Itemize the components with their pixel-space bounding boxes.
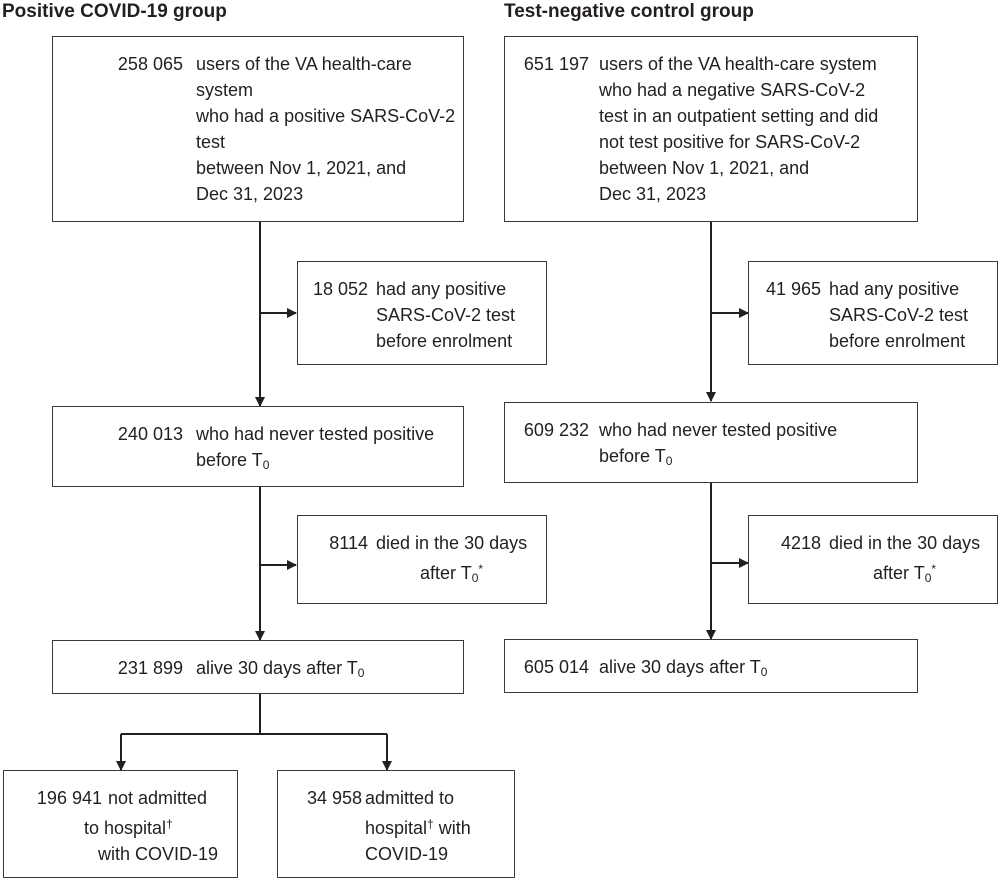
description: had any positive SARS-CoV-2 test before … [829,279,969,351]
description: not admitted [108,788,208,808]
box-right-enrolled: 651 197 users of the VA health-care syst… [504,36,918,222]
count: 18 052 [312,279,368,299]
box-right-excluded-prior-positive: 41 965 had any positive SARS-CoV-2 test … [748,261,998,365]
count: 8114 [329,533,368,553]
count: 240 013 [117,424,183,444]
subscript: 0 [262,458,270,472]
box-left-excluded-prior-positive: 18 052 had any positive SARS-CoV-2 test … [297,261,547,365]
box-left-alive-30d: 231 899 alive 30 days after T0 [52,640,464,694]
description-cont: to hospital†with COVID-19 [84,817,219,864]
heading-control-group: Test-negative control group [504,1,754,22]
description-text: users of the VA health-care system who h… [599,54,879,204]
description: users of the VA health-care system who h… [196,54,456,204]
description: alive 30 days after T0 [599,657,768,679]
subscript: 0 [665,454,673,468]
count: 41 965 [765,279,821,299]
description: alive 30 days after T0 [196,658,365,680]
footnote-mark: * [478,562,484,576]
count: 196 941 [36,788,102,808]
count: 258 065 [117,54,183,74]
description: had any positive SARS-CoV-2 test before … [376,279,516,351]
count: 231 899 [117,658,183,678]
count: 4218 [780,533,821,553]
subscript: 0 [471,571,479,585]
subscript: 0 [924,571,932,585]
subscript: 0 [760,665,768,679]
footnote-mark: * [931,562,937,576]
box-right-alive-30d: 605 014 alive 30 days after T0 [504,639,918,693]
count: 34 958 [306,788,362,808]
box-left-enrolled: 258 065 users of the VA health-care syst… [52,36,464,222]
footnote-mark: † [427,817,434,831]
count: 651 197 [523,54,589,74]
footnote-mark: † [166,817,173,831]
heading-positive-group: Positive COVID-19 group [2,1,227,22]
count: 605 014 [523,657,589,677]
subscript: 0 [357,666,365,680]
count: 609 232 [523,420,589,440]
box-left-not-admitted: 196 941 not admitted to hospital†with CO… [3,770,238,878]
